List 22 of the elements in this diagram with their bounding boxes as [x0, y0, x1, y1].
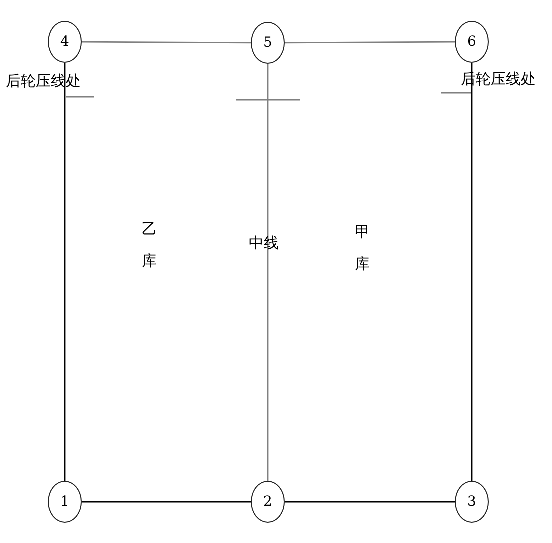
connector-line	[64, 63, 66, 481]
connector-line	[82, 501, 251, 503]
point-number: 3	[468, 495, 476, 509]
line-label: 中线	[249, 234, 279, 253]
numbered-circle	[455, 21, 489, 63]
numbered-circle	[48, 481, 82, 523]
connector-line	[471, 63, 473, 481]
point-number: 5	[264, 36, 272, 50]
point-number: 4	[60, 35, 70, 49]
connector-line	[267, 64, 269, 481]
connector-line	[82, 41, 251, 44]
area-label: 乙库	[142, 219, 157, 272]
connector-line	[285, 501, 455, 503]
connector-line	[285, 41, 455, 44]
numbered-circle	[48, 21, 82, 63]
numbered-circle	[455, 481, 489, 523]
numbered-circle	[251, 22, 285, 64]
numbered-circle	[251, 481, 285, 523]
point-number: 6	[468, 35, 476, 49]
point-number: 2	[264, 495, 272, 509]
area-label: 甲库	[355, 222, 370, 274]
point-number: 1	[60, 495, 70, 509]
